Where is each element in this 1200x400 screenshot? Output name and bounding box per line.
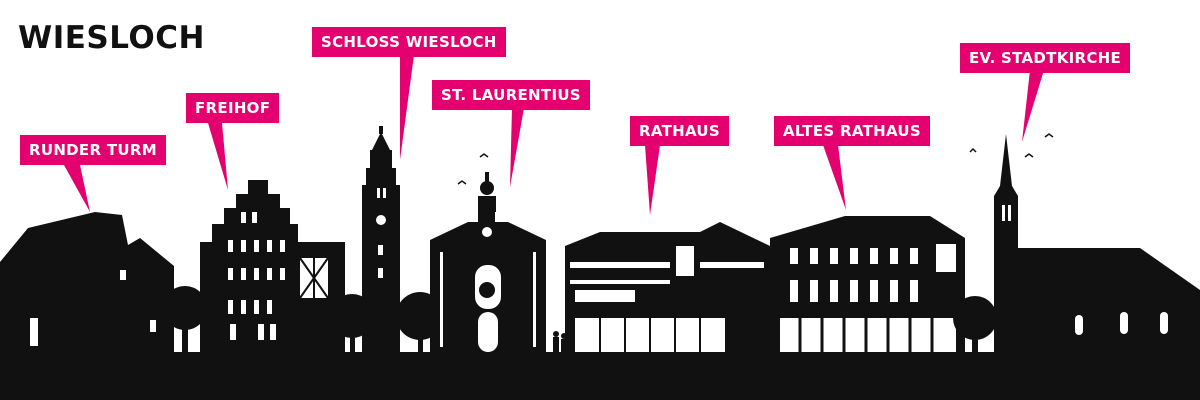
label-freihof: FREIHOF [186, 93, 280, 123]
label-runder-turm: RUNDER TURM [20, 135, 166, 165]
building-runder-turm [0, 212, 174, 353]
building-schloss-wiesloch [330, 126, 444, 354]
page-title: WIESLOCH [18, 20, 205, 56]
label-st-laurentius: ST. LAURENTIUS [432, 80, 590, 110]
pedestrians [553, 331, 567, 353]
callout-pointers [64, 55, 1044, 215]
label-altes-rathaus: ALTES RATHAUS [774, 116, 930, 146]
birds [457, 133, 1054, 185]
altes-rathaus-windows [780, 244, 956, 352]
label-schloss-wiesloch: SCHLOSS WIESLOCH [312, 27, 506, 57]
label-ev-stadtkirche: EV. STADTKIRCHE [960, 43, 1131, 73]
ground [0, 352, 1200, 400]
building-ev-stadtkirche [994, 134, 1200, 353]
label-rathaus: RATHAUS [630, 116, 730, 146]
building-freihof [163, 180, 345, 354]
